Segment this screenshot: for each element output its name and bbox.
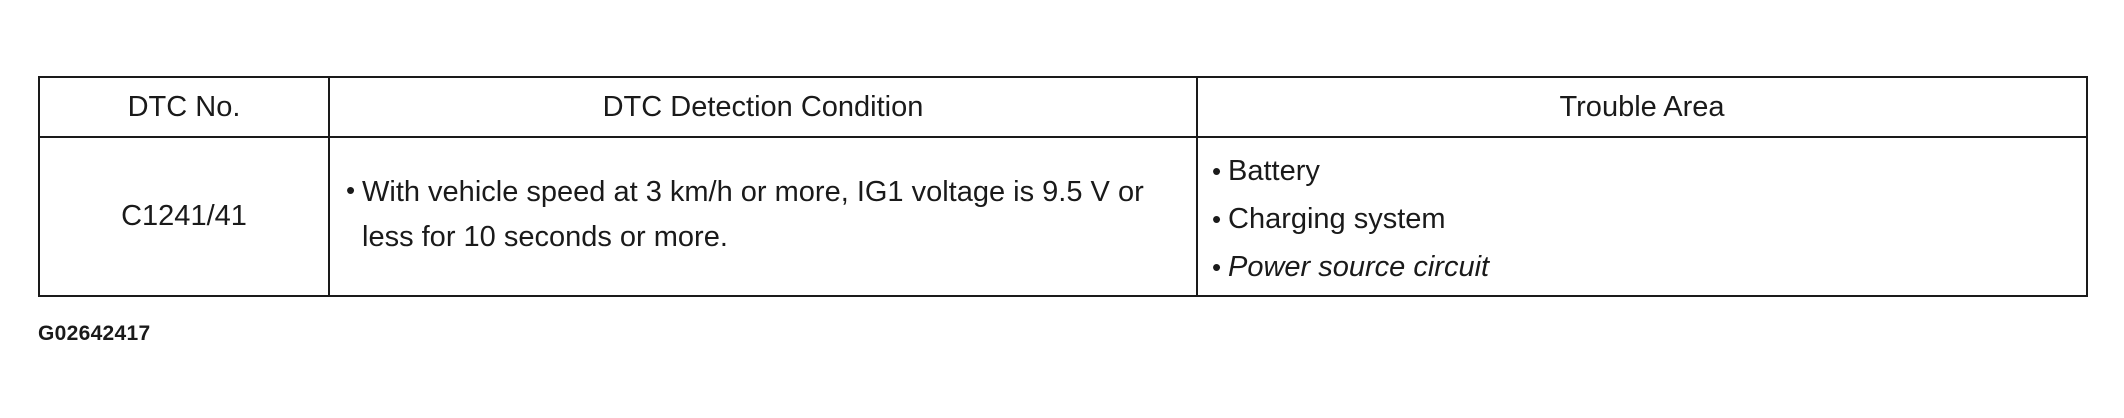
trouble-area-list: • Battery • Charging system • Power sour… <box>1198 143 2086 291</box>
list-item: • Charging system <box>1212 195 2086 243</box>
list-item: • Battery <box>1212 147 2086 195</box>
trouble-area-battery: Battery <box>1228 154 1320 187</box>
list-item: • Power source circuit <box>1212 243 2086 291</box>
dtc-table: DTC No. DTC Detection Condition Trouble … <box>38 76 2088 297</box>
condition-item: • With vehicle speed at 3 km/h or more, … <box>330 170 1196 260</box>
trouble-area-charging-system: Charging system <box>1228 202 1446 235</box>
header-dtc-no: DTC No. <box>38 76 330 138</box>
figure-id: G02642417 <box>38 322 151 345</box>
header-trouble-area: Trouble Area <box>1196 76 2088 138</box>
condition-text: With vehicle speed at 3 km/h or more, IG… <box>362 175 1144 253</box>
table-row: C1241/41 • With vehicle speed at 3 km/h … <box>38 136 2088 297</box>
bullet-icon: • <box>1212 203 1222 234</box>
trouble-area-power-source-circuit: Power source circuit <box>1228 250 1490 283</box>
bullet-icon: • <box>346 174 356 205</box>
table-header-row: DTC No. DTC Detection Condition Trouble … <box>38 76 2088 138</box>
cell-trouble-area: • Battery • Charging system • Power sour… <box>1196 136 2088 297</box>
cell-detection-condition: • With vehicle speed at 3 km/h or more, … <box>328 136 1198 297</box>
bullet-icon: • <box>1212 155 1222 186</box>
cell-dtc-no: C1241/41 <box>38 136 330 297</box>
bullet-icon: • <box>1212 251 1222 282</box>
header-detection-condition: DTC Detection Condition <box>328 76 1198 138</box>
